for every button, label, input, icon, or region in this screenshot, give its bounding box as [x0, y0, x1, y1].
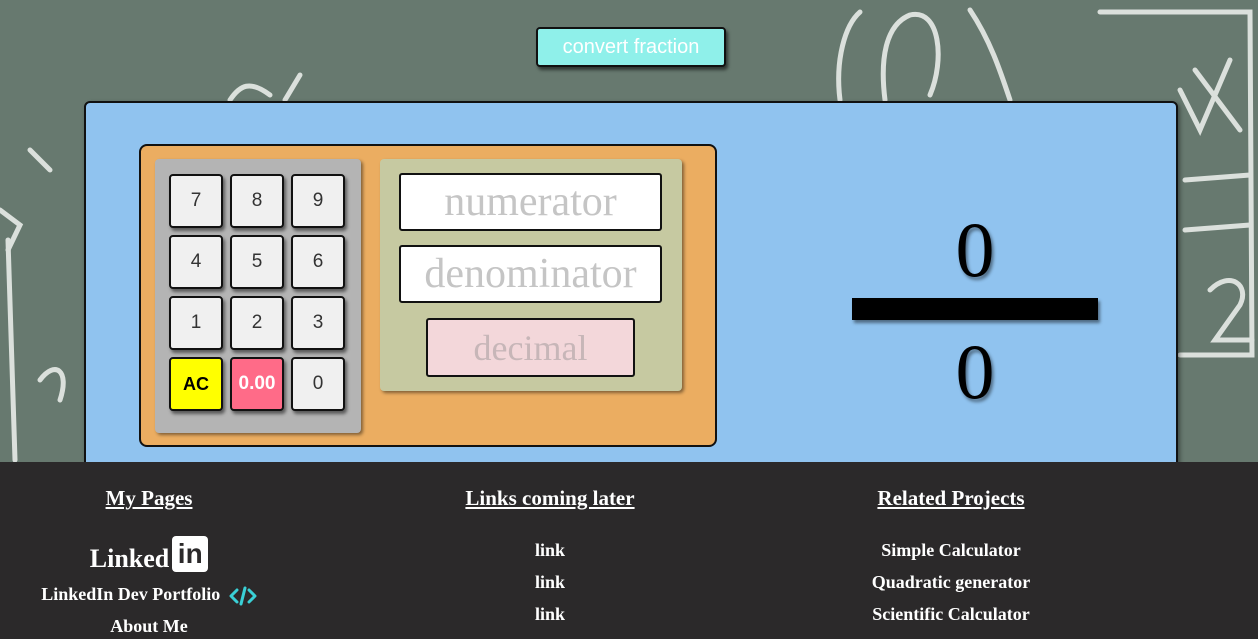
- footer-related-projects: Related Projects Simple Calculator Quadr…: [822, 462, 1080, 639]
- all-clear-button[interactable]: AC: [169, 357, 223, 411]
- key-0[interactable]: 0: [291, 357, 345, 411]
- code-brackets-icon: [229, 586, 257, 606]
- fraction-denominator: 0: [955, 328, 995, 415]
- decimal-reset-button[interactable]: 0.00: [230, 357, 284, 411]
- footer-heading-my-pages: My Pages: [105, 486, 193, 510]
- footer-link-2[interactable]: link: [534, 572, 566, 592]
- fraction-display: 0 0: [852, 203, 1098, 411]
- key-9[interactable]: 9: [291, 174, 345, 228]
- fraction-bar: [852, 298, 1098, 320]
- input-panel: numerator denominator decimal: [380, 159, 682, 391]
- key-5[interactable]: 5: [230, 235, 284, 289]
- decimal-input[interactable]: decimal: [426, 318, 635, 377]
- key-6[interactable]: 6: [291, 235, 345, 289]
- linkedin-icon: in: [172, 536, 209, 572]
- key-1[interactable]: 1: [169, 296, 223, 350]
- key-7[interactable]: 7: [169, 174, 223, 228]
- key-4[interactable]: 4: [169, 235, 223, 289]
- footer-link-1[interactable]: link: [534, 540, 566, 560]
- portfolio-link[interactable]: LinkedIn Dev Portfolio: [20, 584, 278, 606]
- numerator-input[interactable]: numerator: [399, 173, 662, 231]
- linkedin-label: Linked: [89, 544, 170, 573]
- about-me-link[interactable]: About Me: [110, 616, 188, 636]
- convert-fraction-button[interactable]: convert fraction: [536, 27, 726, 67]
- keypad: 7 8 9 4 5 6 1 2 3 AC 0.00 0: [155, 159, 361, 433]
- scientific-calculator-link[interactable]: Scientific Calculator: [872, 604, 1030, 624]
- calculator-card: 7 8 9 4 5 6 1 2 3 AC 0.00 0 numerator de…: [139, 144, 717, 447]
- portfolio-label: LinkedIn Dev Portfolio: [41, 584, 221, 604]
- footer-links-later: Links coming later link link link: [421, 462, 679, 639]
- simple-calculator-link[interactable]: Simple Calculator: [881, 540, 1021, 560]
- footer-heading-related: Related Projects: [877, 486, 1025, 510]
- footer: My Pages Linked in LinkedIn Dev Portfoli…: [0, 462, 1258, 639]
- fraction-numerator: 0: [955, 206, 995, 293]
- quadratic-generator-link[interactable]: Quadratic generator: [871, 572, 1031, 592]
- linkedin-link[interactable]: Linked in: [20, 536, 278, 572]
- key-2[interactable]: 2: [230, 296, 284, 350]
- converter-panel: 7 8 9 4 5 6 1 2 3 AC 0.00 0 numerator de…: [84, 101, 1178, 481]
- key-3[interactable]: 3: [291, 296, 345, 350]
- footer-my-pages: My Pages Linked in LinkedIn Dev Portfoli…: [20, 462, 278, 639]
- footer-link-3[interactable]: link: [534, 604, 566, 624]
- footer-heading-links-later: Links coming later: [465, 486, 635, 510]
- denominator-input[interactable]: denominator: [399, 245, 662, 303]
- key-8[interactable]: 8: [230, 174, 284, 228]
